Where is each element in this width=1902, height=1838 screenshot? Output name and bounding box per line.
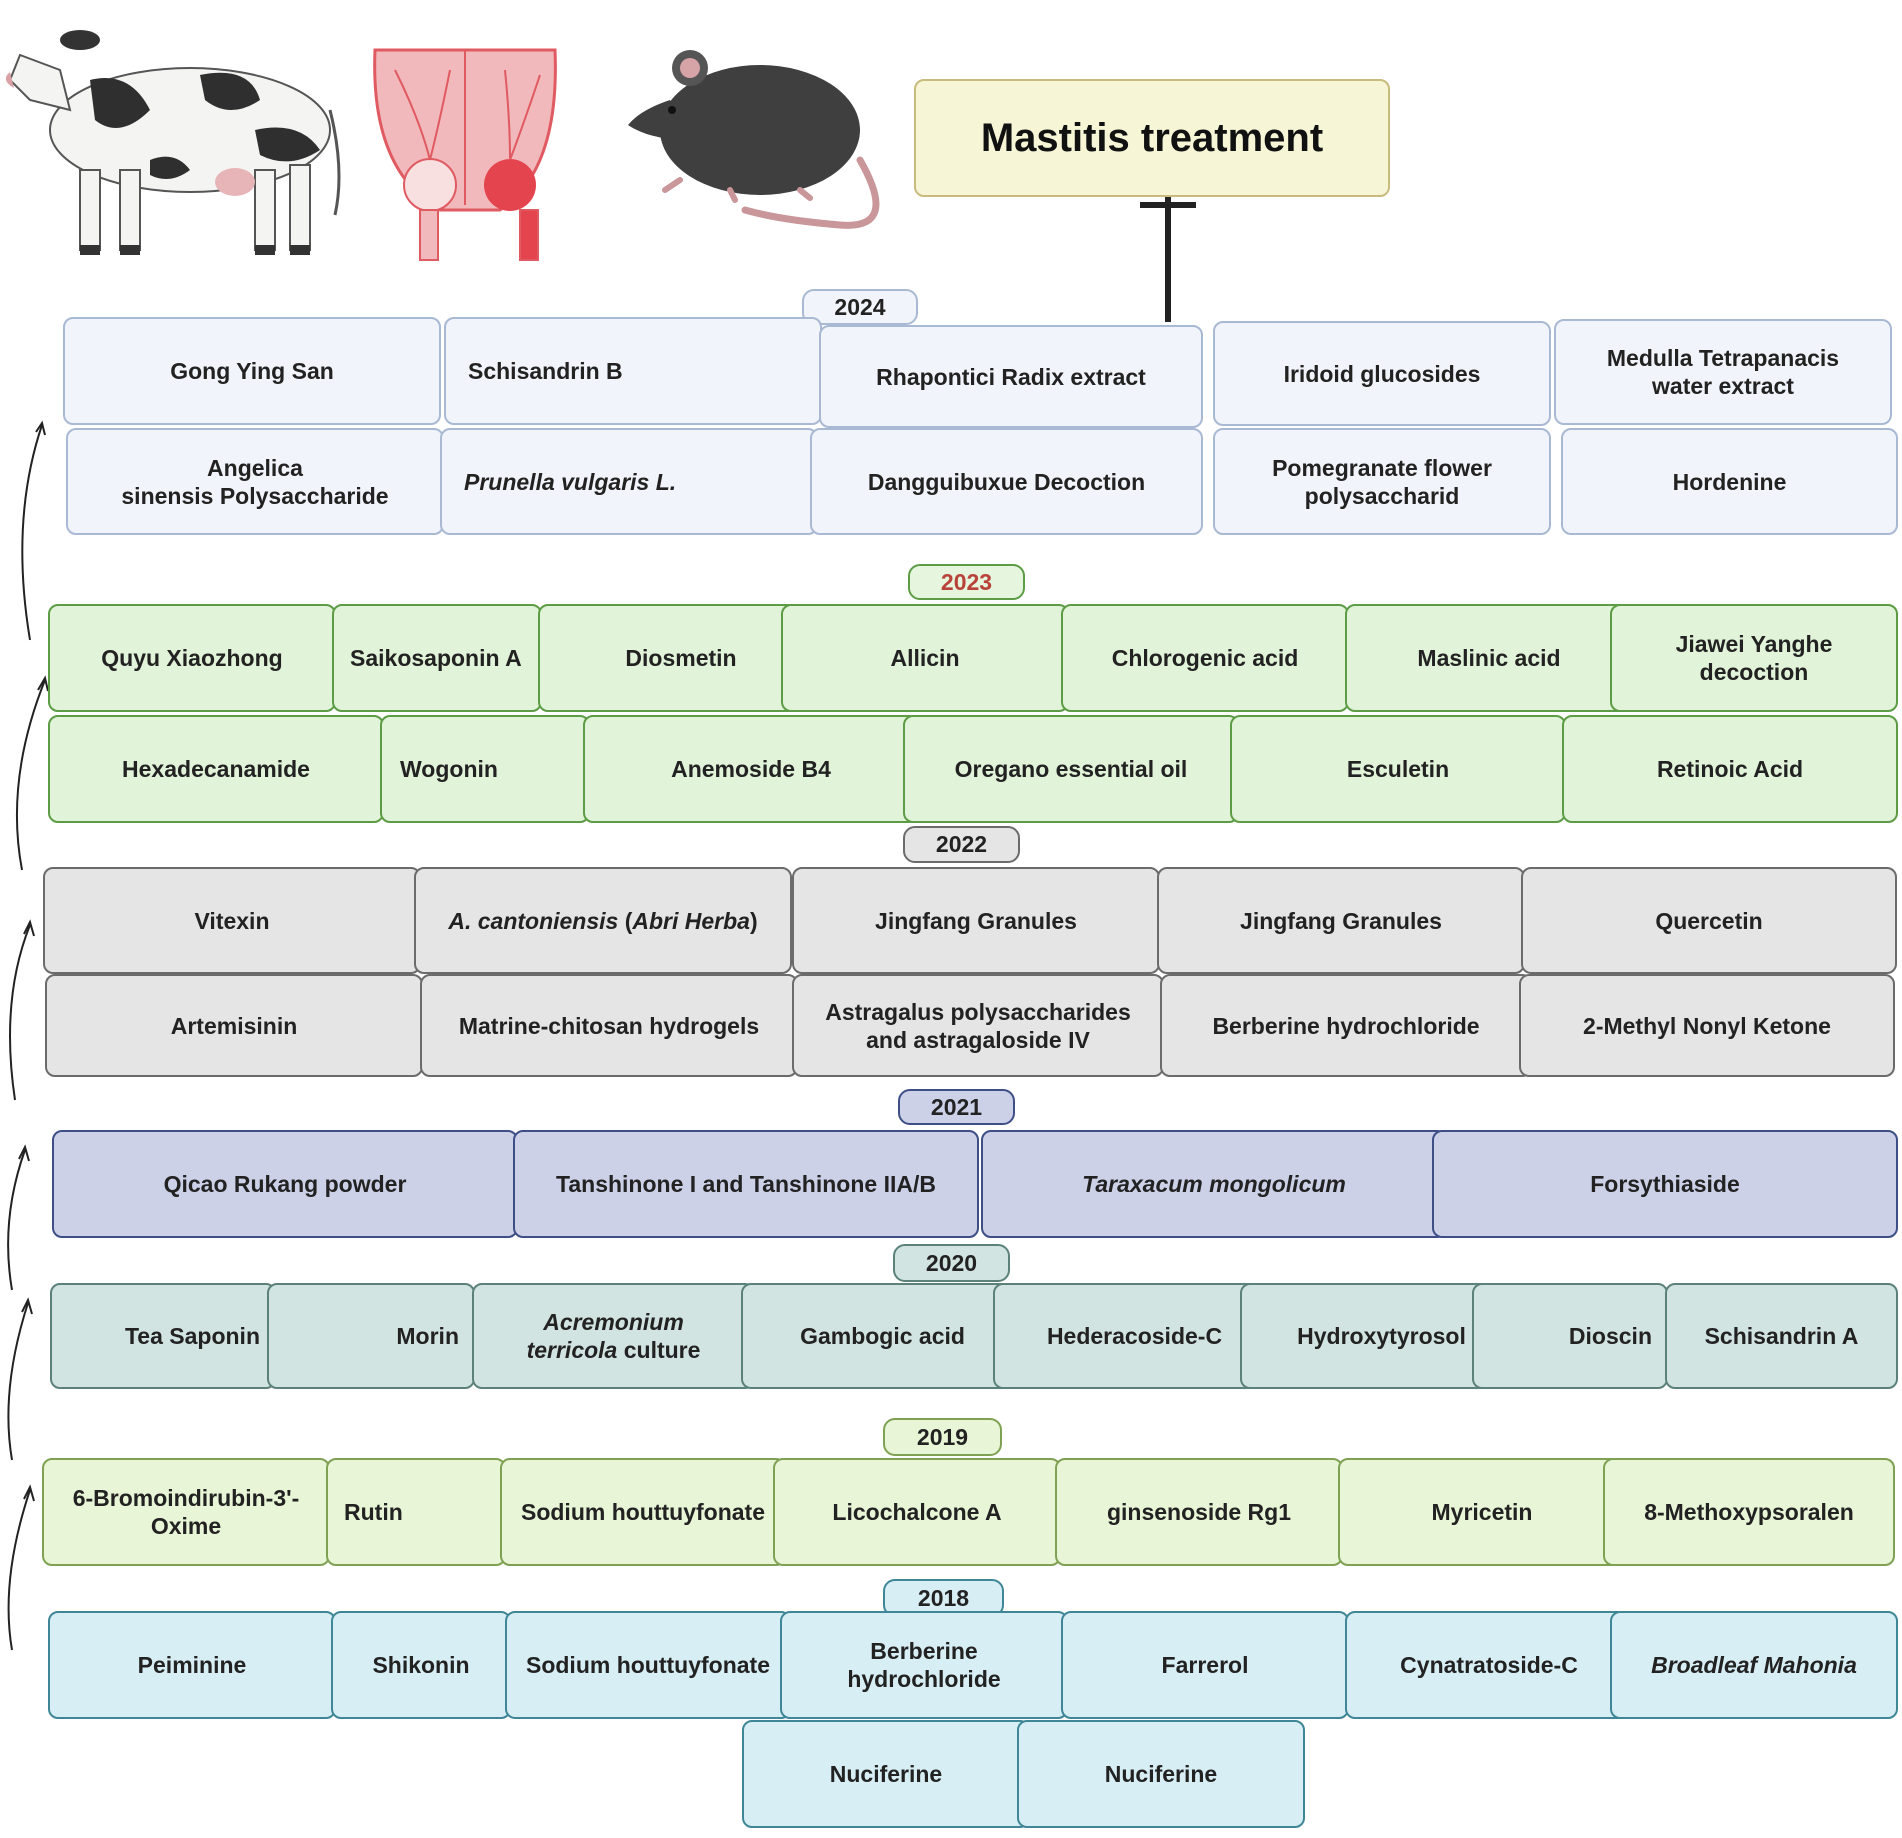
year-label-2019: 2019 <box>883 1418 1002 1456</box>
udder-illustration <box>373 48 557 261</box>
item-box: Jiawei Yanghe decoction <box>1610 604 1898 712</box>
year-label-2021: 2021 <box>898 1089 1015 1125</box>
item-box: Schisandrin A <box>1665 1283 1898 1389</box>
item-box: 6-Bromoindirubin-3'- Oxime <box>42 1458 330 1566</box>
item-box: Dioscin <box>1472 1283 1668 1389</box>
item-box: Tea Saponin <box>50 1283 276 1389</box>
item-box: Hexadecanamide <box>48 715 384 823</box>
item-box: Broadleaf Mahonia <box>1610 1611 1898 1719</box>
item-text: A. cantoniensis <box>448 907 619 934</box>
year-label-2023: 2023 <box>908 564 1025 600</box>
item-box: Hederacoside-C <box>993 1283 1276 1389</box>
item-box: Berberine hydrochloride <box>780 1611 1068 1719</box>
item-box: Saikosaponin A <box>332 604 542 712</box>
item-box: Sodium houttuyfonate <box>500 1458 786 1566</box>
item-box: Hordenine <box>1561 428 1898 535</box>
item-box: Jingfang Granules <box>792 867 1160 974</box>
item-box: Chlorogenic acid <box>1061 604 1349 712</box>
cow-illustration <box>5 30 341 255</box>
item-box: ginsenoside Rg1 <box>1055 1458 1343 1566</box>
timeline-arrows <box>7 420 49 1651</box>
item-box: Qicao Rukang powder <box>52 1130 518 1238</box>
item-box: Shikonin <box>331 1611 511 1719</box>
item-box: Pomegranate flower polysaccharid <box>1213 428 1551 535</box>
item-box: Schisandrin B <box>444 317 822 425</box>
item-box: Wogonin <box>380 715 590 823</box>
item-box: Farrerol <box>1061 1611 1349 1719</box>
item-box: Maslinic acid <box>1345 604 1633 712</box>
item-box: Taraxacum mongolicum <box>981 1130 1447 1238</box>
item-text: Acremonium <box>543 1309 684 1335</box>
item-box: Licochalcone A <box>773 1458 1061 1566</box>
item-box: A. cantoniensis (Abri Herba) <box>414 867 792 974</box>
item-box: Anemoside B4 <box>583 715 919 823</box>
item-box: Forsythiaside <box>1432 1130 1898 1238</box>
item-box: Peiminine <box>48 1611 336 1719</box>
item-box: Retinoic Acid <box>1562 715 1898 823</box>
item-box: Oregano essential oil <box>903 715 1239 823</box>
item-box: Vitexin <box>43 867 421 974</box>
item-box: Nuciferine <box>742 1720 1030 1828</box>
item-box: Quercetin <box>1521 867 1897 974</box>
item-box: Esculetin <box>1230 715 1566 823</box>
item-box: Jingfang Granules <box>1157 867 1525 974</box>
item-box: Dangguibuxue Decoction <box>810 428 1203 535</box>
item-box: Angelica sinensis Polysaccharide <box>66 428 444 535</box>
item-box: Medulla Tetrapanacis water extract <box>1554 319 1892 425</box>
item-box: Gong Ying San <box>63 317 441 425</box>
item-box: Gambogic acid <box>741 1283 1024 1389</box>
item-text: terricola <box>526 1337 618 1363</box>
item-box: Matrine-chitosan hydrogels <box>420 974 798 1077</box>
item-box: Tanshinone I and Tanshinone IIA/B <box>513 1130 979 1238</box>
item-box: Rhapontici Radix extract <box>819 325 1203 428</box>
year-label-2020: 2020 <box>893 1244 1010 1282</box>
item-box: Berberine hydrochloride <box>1160 974 1532 1077</box>
item-box: Morin <box>267 1283 475 1389</box>
item-box: 2-Methyl Nonyl Ketone <box>1519 974 1895 1077</box>
item-box: Nuciferine <box>1017 1720 1305 1828</box>
year-label-2024: 2024 <box>802 289 918 325</box>
item-text: culture <box>623 1337 701 1363</box>
item-box: Quyu Xiaozhong <box>48 604 336 712</box>
mouse-illustration <box>628 50 880 229</box>
item-box: Sodium houttuyfonate <box>505 1611 791 1719</box>
item-box: Astragalus polysaccharides and astragalo… <box>792 974 1164 1077</box>
item-box: 8-Methoxypsoralen <box>1603 1458 1895 1566</box>
year-label-2022: 2022 <box>903 826 1020 863</box>
item-box: Myricetin <box>1338 1458 1626 1566</box>
item-box: Rutin <box>326 1458 506 1566</box>
item-box: Artemisinin <box>45 974 423 1077</box>
item-box: Allicin <box>781 604 1069 712</box>
item-box: Iridoid glucosides <box>1213 321 1551 426</box>
item-box: Prunella vulgaris L. <box>440 428 818 535</box>
year-label-2018: 2018 <box>883 1579 1004 1617</box>
item-text: Abri Herba <box>632 907 750 934</box>
mastitis-treatment-title: Mastitis treatment <box>914 79 1390 197</box>
item-box: Diosmetin <box>538 604 824 712</box>
item-box: Cynatratoside-C <box>1345 1611 1633 1719</box>
